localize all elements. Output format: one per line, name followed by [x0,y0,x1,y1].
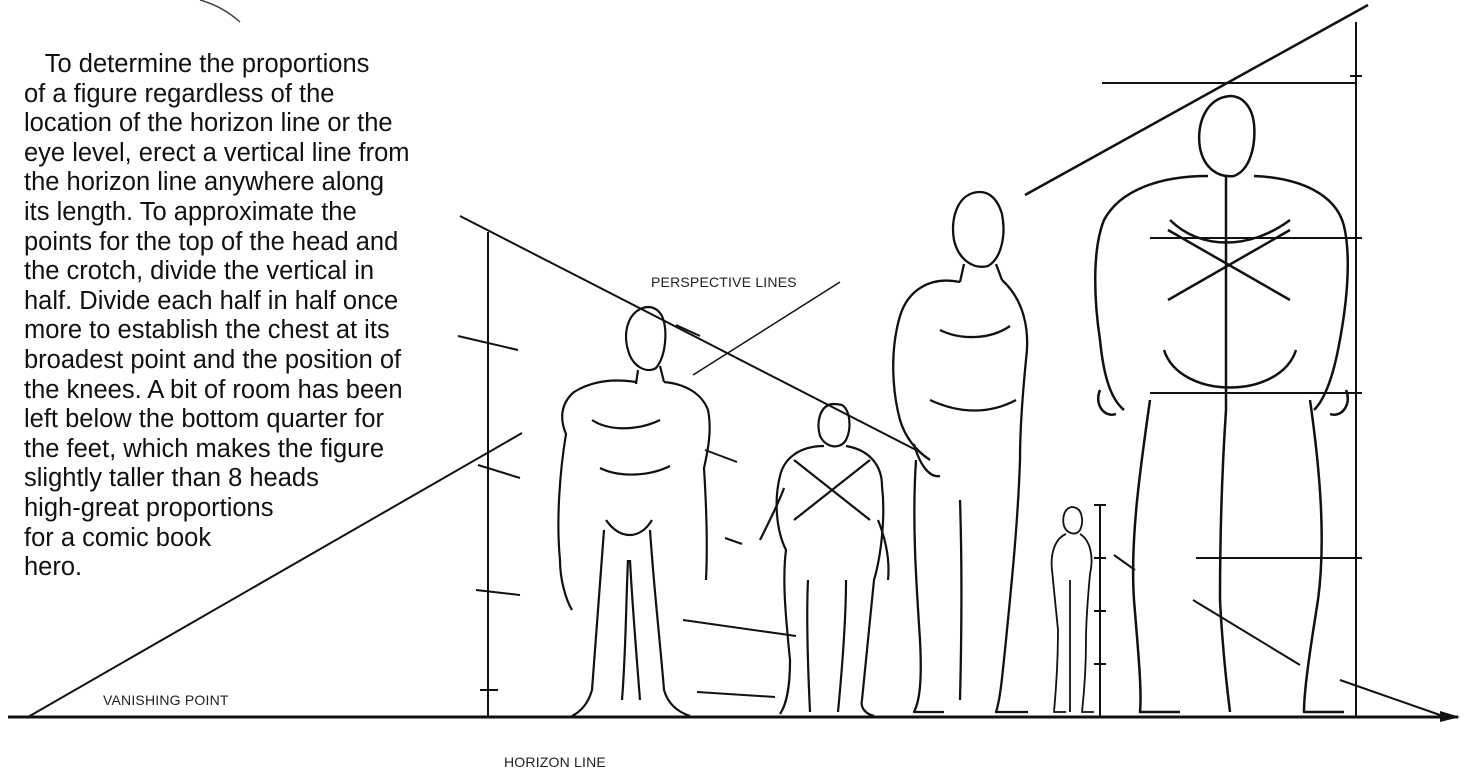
figure-back-large [1094,94,1350,714]
horizon-line-label: HORIZON LINE [504,754,606,770]
measure-vertical-right [1102,22,1362,717]
paragraph-line: points for the top of the head and [24,227,399,256]
paragraph-line: hero. [24,553,83,582]
paragraph-line: its length. To approximate the [24,197,357,226]
paragraph-line: To determine the proportions [24,50,370,78]
figure-three-quarter-tall [892,190,1029,714]
measure-vertical-small [1094,504,1106,717]
paragraph-line: of a figure regardless of the [24,79,335,108]
perspective-lines-label: PERSPECTIVE LINES [651,274,797,290]
paragraph-line: the feet, which makes the figure [24,434,385,463]
paragraph-line: the crotch, divide the vertical in [24,257,375,286]
connector-lines [675,324,1136,698]
paragraph-line: location of the horizon line or the [24,109,393,138]
vanishing-point-label: VANISHING POINT [103,692,229,708]
paragraph-line: slightly taller than 8 heads [24,464,319,493]
measure-vertical-left [457,232,521,717]
paragraph-line: more to establish the chest at its [24,316,390,345]
description-paragraph: To determine the proportions of a figure… [24,50,494,583]
perspective-lines [27,3,1441,718]
paragraph-line: broadest point and the position of [24,345,402,374]
figure-front-standing [557,305,711,718]
paragraph-line: eye level, erect a vertical line from [24,138,410,167]
top-arc [199,0,241,23]
figure-back-medium [759,402,890,718]
paragraph-line: for a comic book [24,523,212,552]
paragraph-line: the horizon line anywhere along [24,168,385,197]
paragraph-line: half. Divide each half in half once [24,286,399,315]
figure-small-distant [1050,506,1094,713]
paragraph-line: left below the bottom quarter for [24,405,385,434]
paragraph-line: the knees. A bit of room has been [24,375,403,404]
paragraph-line: high-great proportions [24,493,274,522]
horizon-arrow [1440,711,1460,722]
